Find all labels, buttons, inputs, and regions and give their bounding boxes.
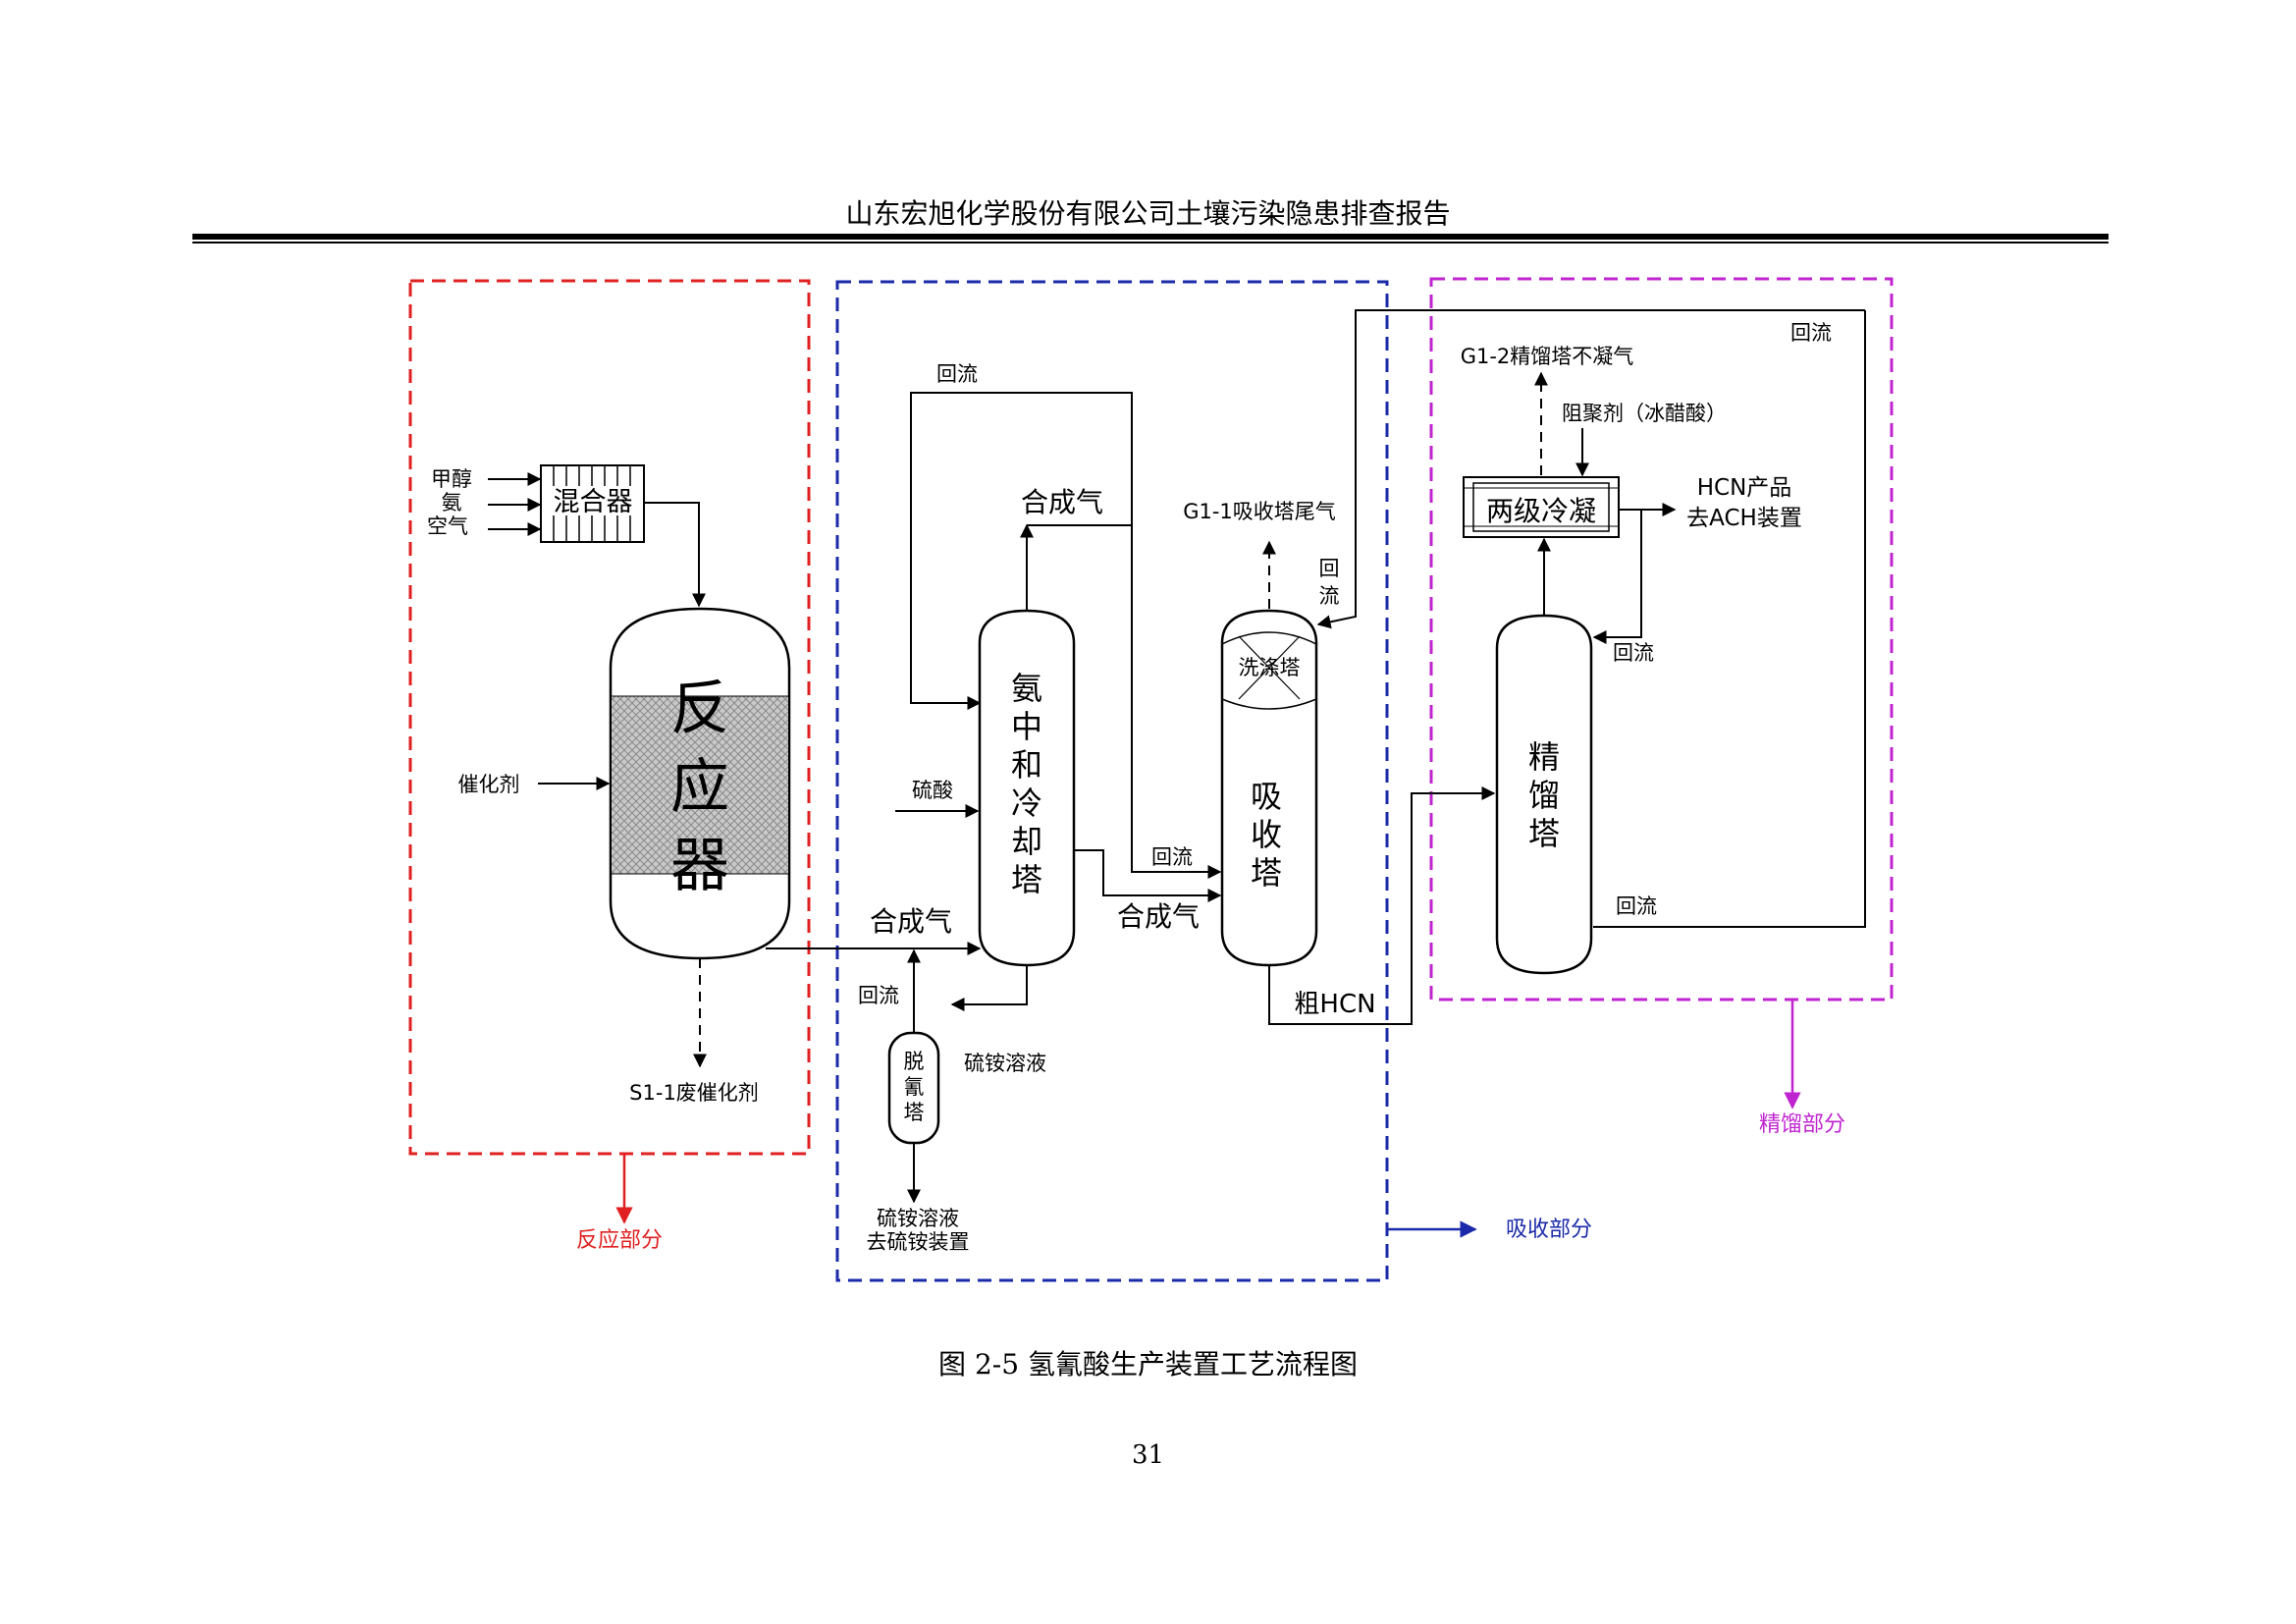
top-reflux-loop — [910, 392, 1133, 710]
reflux-side-label-1: 回 — [1319, 557, 1340, 580]
neutralizer-label-4: 冷 — [1011, 785, 1042, 822]
page-header-title: 山东宏旭化学股份有限公司土壤污染隐患排查报告 — [845, 197, 1451, 230]
reflux-side-label-2: 流 — [1319, 584, 1340, 608]
reflux-bottom-label: 回流 — [858, 984, 899, 1007]
ammonium-out-label-1: 硫铵溶液 — [877, 1207, 959, 1230]
reflux-mid-label: 回流 — [1151, 845, 1193, 869]
header-rule — [192, 234, 2109, 244]
mixer-to-reactor-line — [644, 502, 706, 608]
syngas-in-label: 合成气 — [870, 905, 952, 938]
distillation-section-box — [1429, 277, 1894, 1001]
absorber-side-reflux — [1316, 309, 1865, 629]
absorption-section-label: 吸收部分 — [1506, 1218, 1592, 1242]
absorber-label-1: 吸 — [1251, 778, 1282, 815]
distillation-reflux-loop — [1593, 310, 1866, 928]
column-label-3: 塔 — [1528, 815, 1560, 852]
neutralizer-label-2: 中 — [1011, 708, 1042, 745]
ammonium-sulfate-label: 硫铵溶液 — [964, 1052, 1046, 1075]
neutralizer-tower — [978, 609, 1076, 967]
reactor-label-1: 反 — [670, 675, 729, 743]
catalyst-label: 催化剂 — [458, 773, 520, 796]
inhibitor-label: 阻聚剂（冰醋酸） — [1562, 402, 1727, 425]
absorption-section-box — [835, 280, 1389, 1282]
ammonium-sulfate-line — [950, 965, 1028, 1011]
tail-gas-label: G1-1吸收塔尾气 — [1183, 500, 1336, 523]
ammonium-out-label-2: 去硫铵装置 — [867, 1230, 970, 1254]
syngas-top-to-absorber — [1027, 524, 1222, 879]
wash-tower-label: 洗涤塔 — [1239, 656, 1301, 679]
absorber-label-2: 收 — [1251, 816, 1282, 853]
crude-hcn-line — [1268, 786, 1496, 1025]
waste-catalyst-label: S1-1废催化剂 — [629, 1081, 759, 1105]
input-ammonia: 氨 — [442, 491, 462, 514]
neutralizer-to-absorber-gas — [1074, 849, 1222, 902]
absorber-tower — [1220, 609, 1318, 967]
reaction-section-label: 反应部分 — [576, 1228, 663, 1253]
reactor-label-3: 器 — [670, 832, 729, 900]
reflux-top-label: 回流 — [1790, 321, 1832, 345]
neutralizer-label-6: 塔 — [1011, 861, 1042, 898]
reaction-section-box — [408, 279, 811, 1156]
sulfuric-acid-label: 硫酸 — [912, 779, 953, 802]
reactor-label-2: 应 — [670, 753, 729, 822]
stripper-label-3: 塔 — [904, 1101, 925, 1124]
reactor-vessel — [609, 607, 791, 960]
neutralizer-label-5: 却 — [1011, 823, 1042, 860]
condenser — [1463, 476, 1620, 538]
absorber-label-3: 塔 — [1251, 854, 1282, 892]
crude-hcn-label: 粗HCN — [1294, 990, 1375, 1019]
neutralizer-label-1: 氨 — [1011, 670, 1042, 707]
neutralizer-label-3: 和 — [1011, 746, 1042, 784]
stripper-label-2: 氰 — [904, 1075, 925, 1099]
mixer — [540, 464, 645, 543]
page-number: 31 — [1131, 1440, 1165, 1470]
input-methanol: 甲醇 — [431, 467, 472, 491]
top-reflux-label: 回流 — [936, 362, 978, 386]
condenser-reflux-line — [1592, 510, 1642, 644]
off-gas-label: G1-2精馏塔不凝气 — [1461, 345, 1634, 368]
reflux-bottom-label-2: 回流 — [1616, 894, 1657, 918]
distillation-section-label: 精馏部分 — [1759, 1112, 1845, 1137]
mixer-label: 混合器 — [554, 487, 633, 517]
stripper-label-1: 脱 — [904, 1050, 925, 1073]
condenser-label: 两级冷凝 — [1486, 495, 1596, 527]
figure-caption: 图 2-5 氢氰酸生产装置工艺流程图 — [938, 1348, 1358, 1380]
column-label-1: 精 — [1528, 738, 1560, 776]
reflux-cond-label: 回流 — [1613, 641, 1654, 665]
column-label-2: 馏 — [1528, 777, 1560, 814]
syngas-out-label: 合成气 — [1117, 900, 1200, 933]
product-label-2: 去ACH装置 — [1686, 506, 1802, 531]
input-air: 空气 — [427, 514, 468, 538]
product-label-1: HCN产品 — [1697, 475, 1792, 501]
distillation-column — [1495, 614, 1593, 975]
syngas-top-label: 合成气 — [1021, 486, 1103, 518]
